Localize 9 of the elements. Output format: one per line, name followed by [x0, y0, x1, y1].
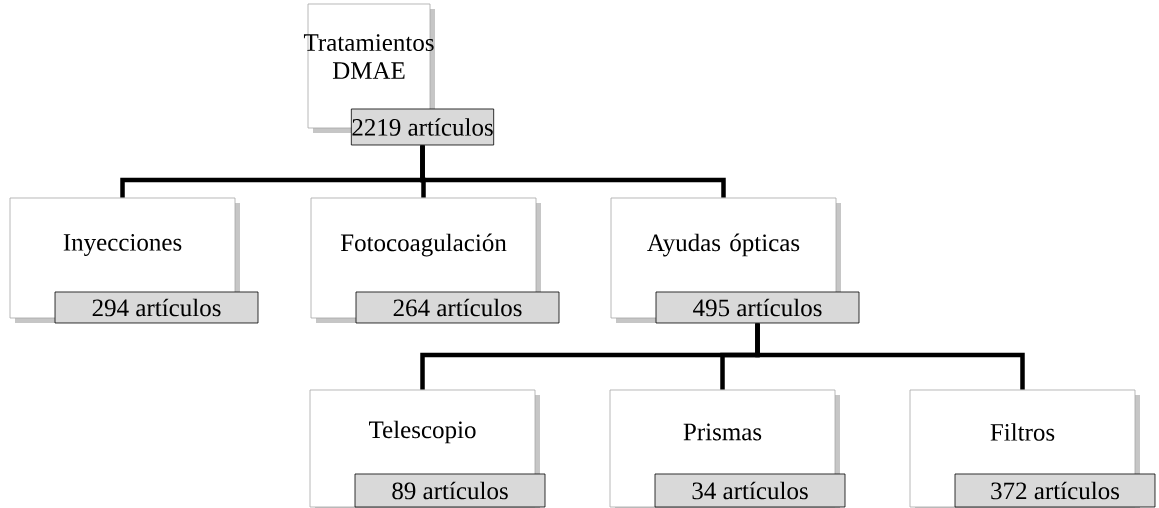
node-box: Fotocoagulación 264 artículos — [310, 197, 560, 324]
node-box: Prismas 34 artículos — [609, 389, 846, 508]
node-box: Tratamientos DMAE 2219 artículos — [303, 3, 495, 146]
node-box: Ayudas ópticas 495 artículos — [610, 197, 860, 324]
node-box: Filtros 372 artículos — [909, 389, 1156, 508]
node-box: Telescopio 89 artículos — [309, 389, 546, 508]
connector-line — [755, 323, 1025, 390]
connector-line — [420, 145, 726, 198]
node-box: Inyecciones 294 artículos — [9, 197, 259, 324]
